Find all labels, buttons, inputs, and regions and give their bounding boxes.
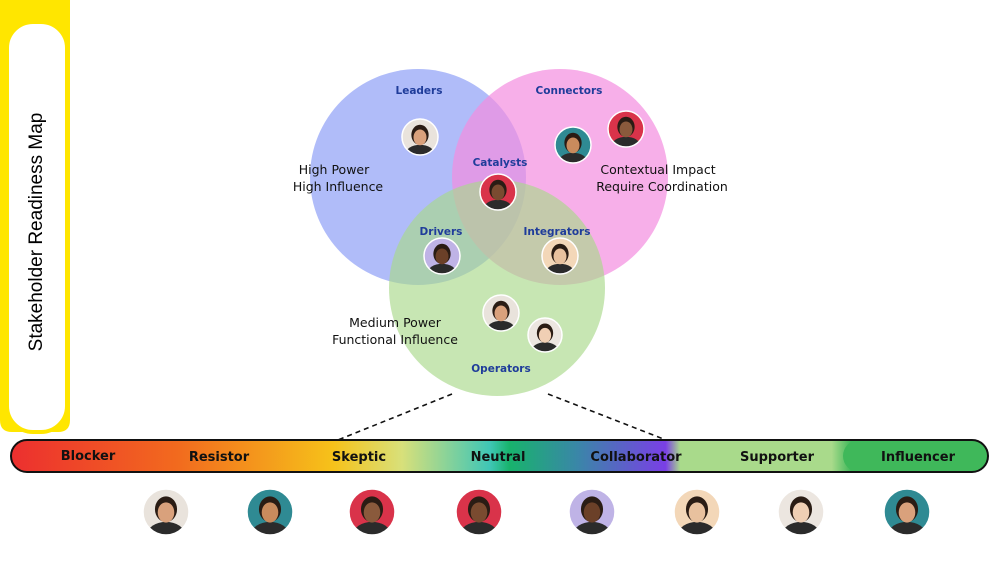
segment-skeptic: Skeptic bbox=[332, 450, 386, 465]
segment-collaborator: Collaborator bbox=[590, 450, 682, 465]
avatar-resistor bbox=[246, 488, 294, 536]
avatar-row bbox=[142, 488, 931, 536]
avatar-integrators bbox=[541, 237, 579, 275]
desc-operators-line1: Medium Power bbox=[349, 315, 442, 330]
page-title: Stakeholder Readiness Map bbox=[26, 113, 47, 352]
avatar-leaders bbox=[401, 118, 439, 156]
desc-connectors-line1: Contextual Impact bbox=[600, 162, 715, 177]
segment-influencer: Influencer bbox=[881, 450, 956, 465]
avatar-influencer-1 bbox=[777, 488, 825, 536]
label-operators: Operators bbox=[471, 363, 531, 375]
title-panel: Stakeholder Readiness Map bbox=[0, 0, 70, 434]
venn-diagram: Leaders Connectors Catalysts Drivers Int… bbox=[293, 69, 728, 396]
label-integrators: Integrators bbox=[524, 226, 591, 238]
readiness-spectrum: Blocker Resistor Skeptic Neutral Collabo… bbox=[10, 439, 989, 473]
label-catalysts: Catalysts bbox=[473, 157, 528, 169]
segment-resistor: Resistor bbox=[189, 450, 250, 465]
desc-leaders-line1: High Power bbox=[299, 162, 370, 177]
avatar-collaborator bbox=[568, 488, 616, 536]
segment-blocker: Blocker bbox=[61, 449, 116, 464]
avatar-operators-1 bbox=[482, 294, 520, 332]
label-leaders: Leaders bbox=[396, 85, 443, 97]
avatar-connectors-1 bbox=[554, 126, 592, 164]
avatar-operators-2 bbox=[527, 317, 563, 353]
label-drivers: Drivers bbox=[420, 226, 463, 238]
avatar-connectors-2 bbox=[607, 110, 645, 148]
avatar-supporter bbox=[673, 488, 721, 536]
avatar-catalysts bbox=[479, 173, 517, 211]
avatar-drivers bbox=[423, 237, 461, 275]
segment-supporter: Supporter bbox=[740, 450, 815, 465]
desc-connectors-line2: Require Coordination bbox=[596, 179, 728, 194]
avatar-skeptic bbox=[348, 488, 396, 536]
label-connectors: Connectors bbox=[536, 85, 603, 97]
avatar-influencer-2 bbox=[883, 488, 931, 536]
dashed-connector-left bbox=[337, 393, 453, 441]
avatar-blocker bbox=[142, 488, 190, 536]
desc-operators-line2: Functional Influence bbox=[332, 332, 458, 347]
desc-leaders-line2: High Influence bbox=[293, 179, 384, 194]
dashed-connector-right bbox=[547, 393, 667, 441]
avatar-neutral bbox=[455, 488, 503, 536]
segment-neutral: Neutral bbox=[471, 450, 526, 465]
